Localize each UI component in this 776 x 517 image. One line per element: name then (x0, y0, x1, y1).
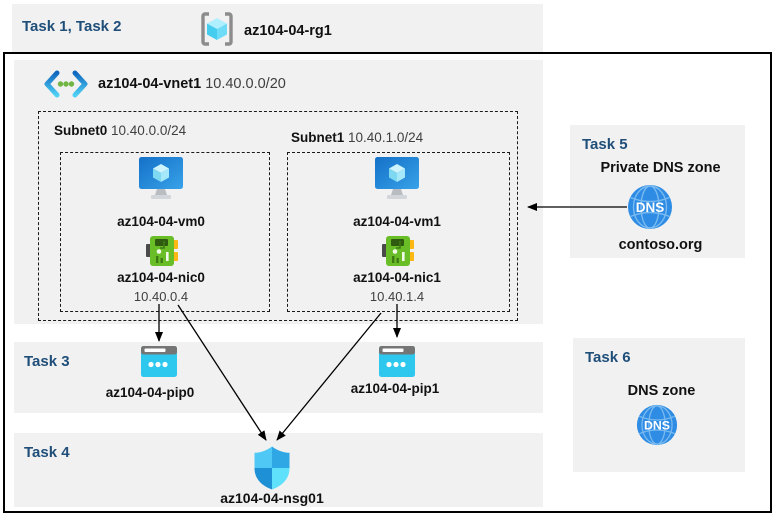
nsg-shield-icon (252, 445, 292, 491)
task-6-label: Task 6 (585, 349, 631, 366)
nic1-ip: 10.40.1.4 (369, 289, 425, 304)
pip0-label: az104-04-pip0 (105, 385, 195, 400)
task-3-label: Task 3 (24, 353, 70, 370)
vnet-header: az104-04-vnet1 10.40.0.0/20 (44, 70, 286, 98)
subnet0-cidr: 10.40.0.0/24 (111, 123, 187, 138)
vm0-label: az104-04-vm0 (117, 214, 205, 229)
pip1-label: az104-04-pip1 (350, 381, 440, 396)
nsg-label: az104-04-nsg01 (220, 490, 324, 506)
resource-group-name: az104-04-rg1 (244, 23, 332, 39)
subnet1-name: Subnet1 (291, 130, 345, 145)
task-5-box: Task 5 Private DNS zone DNS contoso.org (570, 125, 745, 258)
task-1-2-band: Task 1, Task 2 az104-04-rg1 (12, 4, 543, 52)
resource-group-icon (198, 10, 236, 48)
dns-zone-icon-text: DNS (644, 419, 670, 433)
vm0-icon (138, 156, 184, 200)
subnet0-name: Subnet0 (54, 123, 108, 138)
dns-zone-icon: DNS (636, 404, 678, 446)
private-dns-icon: DNS (627, 184, 673, 230)
subnet1-cidr: 10.40.1.0/24 (348, 130, 424, 145)
vnet-cidr: 10.40.0.0/20 (205, 75, 286, 92)
vnet-name: az104-04-vnet1 (98, 75, 202, 92)
nic0-label: az104-04-nic0 (117, 270, 205, 285)
virtual-network-icon (44, 70, 88, 98)
task-5-label: Task 5 (582, 136, 628, 153)
private-dns-icon-text: DNS (636, 200, 665, 215)
task-3-band: Task 3 (14, 342, 543, 413)
pip1-icon (379, 346, 415, 377)
subnet0-box (60, 152, 270, 312)
diagram-frame (3, 52, 772, 513)
subnet0-label: Subnet0 10.40.0.0/24 (54, 124, 186, 138)
vnet-title: az104-04-vnet1 10.40.0.0/20 (98, 77, 286, 92)
dns-zone-title: DNS zone (627, 383, 696, 399)
subnet1-label: Subnet1 10.40.1.0/24 (291, 131, 423, 145)
task-6-box: Task 6 DNS zone DNS (573, 338, 745, 472)
nic1-label: az104-04-nic1 (353, 270, 441, 285)
vnet-block (14, 60, 543, 324)
vm1-icon (374, 156, 420, 200)
contoso-zone-label: contoso.org (618, 237, 703, 253)
subnet1-box (287, 152, 510, 312)
nic1-icon (382, 235, 414, 267)
vm1-label: az104-04-vm1 (353, 214, 441, 229)
task-1-2-label: Task 1, Task 2 (22, 18, 122, 35)
private-dns-zone-title: Private DNS zone (600, 160, 721, 176)
nic0-ip: 10.40.0.4 (133, 289, 189, 304)
task-4-label: Task 4 (24, 444, 70, 461)
nic0-icon (146, 235, 178, 267)
pip0-icon (141, 346, 177, 377)
